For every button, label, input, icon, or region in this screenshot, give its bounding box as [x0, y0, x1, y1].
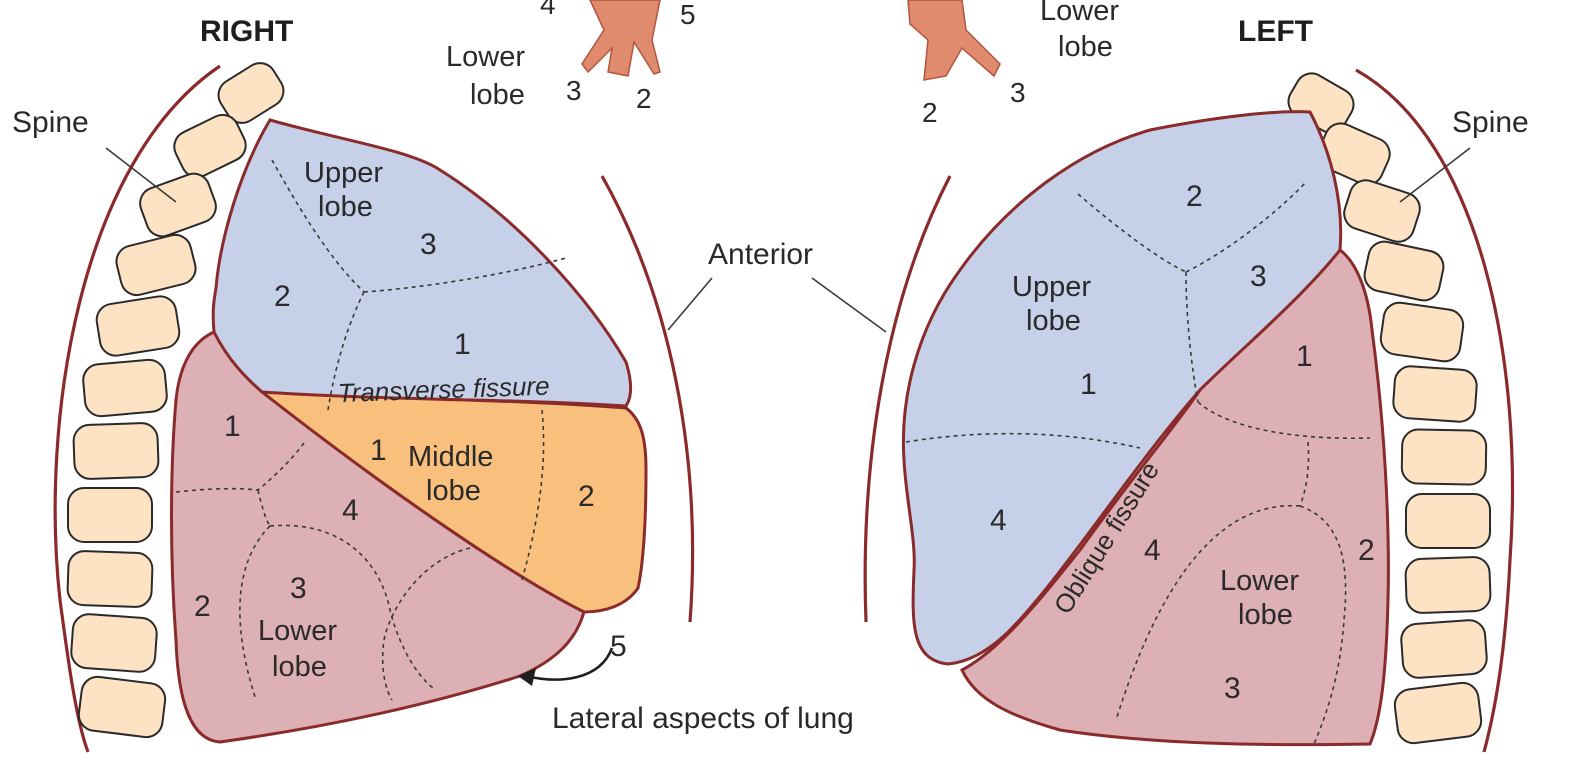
left-bronchus-fragment	[908, 0, 1000, 80]
vertebra	[94, 294, 181, 358]
left-lower-seg-4: 4	[1144, 534, 1161, 567]
spine-label-left: Spine	[1452, 106, 1529, 139]
left-bronchus-num-2: 2	[922, 97, 938, 128]
vertebra	[1340, 176, 1424, 246]
vertebra	[1362, 239, 1447, 304]
right-upper-seg-1: 1	[454, 328, 471, 361]
vertebra	[113, 232, 199, 299]
right-lower-seg-2: 2	[194, 590, 211, 623]
right-bronchus-fragment	[582, 0, 660, 76]
right-lower-seg-1: 1	[224, 410, 241, 443]
vertebra	[82, 359, 168, 418]
right-middle-lobe-label-2: lobe	[426, 475, 481, 507]
right-bronchus-num-4: 4	[540, 0, 556, 20]
vertebra	[73, 423, 159, 480]
vertebra	[77, 675, 167, 739]
right-upper-lobe-label-2: lobe	[318, 191, 373, 223]
right-lower-lobe-label-2: lobe	[272, 651, 327, 683]
vertebra	[1406, 494, 1490, 548]
left-lower-seg-2: 2	[1358, 534, 1375, 567]
left-lower-seg-1: 1	[1296, 340, 1313, 373]
anterior-leader-left	[812, 278, 886, 332]
right-upper-lobe	[213, 120, 630, 406]
heading-right: RIGHT	[200, 15, 293, 48]
right-lower-lobe-label: Lower	[258, 615, 337, 647]
right-bronchus-num-3: 3	[566, 75, 582, 106]
vertebra	[1400, 619, 1488, 679]
right-upper-seg-2: 2	[274, 280, 291, 313]
vertebra	[1402, 429, 1487, 484]
right-upper-seg-3: 3	[420, 228, 437, 261]
left-bronchus-lobe: lobe	[1058, 31, 1113, 63]
right-lower-seg-3: 3	[290, 572, 307, 605]
right-middle-seg-1: 1	[370, 434, 387, 467]
left-bronchus-num-3: 3	[1010, 77, 1026, 108]
left-upper-lobe-label: Upper	[1012, 271, 1091, 303]
left-lower-seg-3: 3	[1224, 672, 1241, 705]
caption-lateral-aspects: Lateral aspects of lung	[552, 702, 854, 735]
heading-left: LEFT	[1238, 15, 1313, 48]
left-bronchus-shape	[908, 0, 1000, 80]
right-lower-seg-5: 5	[610, 630, 627, 663]
spine-label-right: Spine	[12, 106, 89, 139]
left-lower-lobe-label-2: lobe	[1238, 599, 1293, 631]
right-bronchus-lower: Lower	[446, 41, 525, 73]
right-bronchus-num-2: 2	[636, 83, 652, 114]
vertebra	[67, 551, 153, 608]
right-middle-lobe-label: Middle	[408, 441, 493, 473]
left-upper-seg-4: 4	[990, 504, 1007, 537]
right-bronchus-num-5: 5	[680, 0, 696, 30]
right-bronchus-shape	[582, 0, 660, 76]
left-upper-lobe-label-2: lobe	[1026, 305, 1081, 337]
vertebra	[1379, 301, 1465, 364]
left-bronchus-lower: Lower	[1040, 0, 1119, 27]
right-bronchus-lobe: lobe	[470, 79, 525, 111]
vertebra	[1393, 681, 1483, 745]
vertebra	[1392, 365, 1477, 423]
anterior-label: Anterior	[708, 238, 813, 271]
right-middle-seg-2: 2	[578, 480, 595, 513]
right-upper-lobe-label: Upper	[304, 157, 383, 189]
left-upper-seg-1: 1	[1080, 368, 1097, 401]
vertebra	[70, 613, 158, 673]
vertebra	[68, 488, 152, 542]
anterior-leader-right	[668, 278, 712, 330]
left-upper-seg-2: 2	[1186, 180, 1203, 213]
right-lower-seg-4: 4	[342, 494, 359, 527]
left-upper-seg-3: 3	[1250, 260, 1267, 293]
left-lower-lobe-label: Lower	[1220, 565, 1299, 597]
vertebra	[1405, 557, 1491, 614]
